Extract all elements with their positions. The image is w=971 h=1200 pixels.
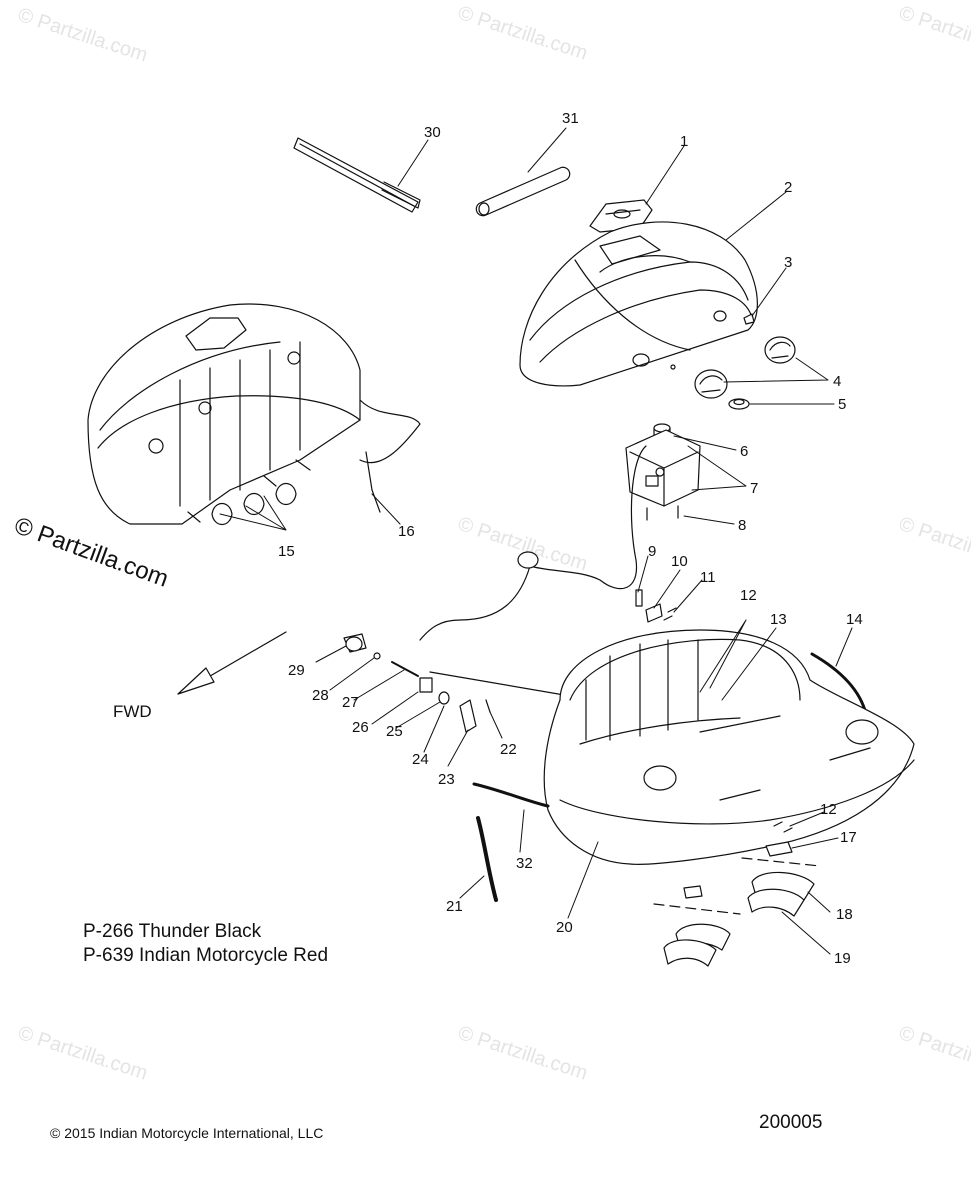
callout-label: 22 xyxy=(500,741,517,758)
trim-strip-part xyxy=(472,782,550,808)
saddlebag-lid-part xyxy=(519,221,758,387)
callout-label: 8 xyxy=(738,517,747,534)
callout-label: 18 xyxy=(836,906,853,923)
callout-label: 32 xyxy=(516,855,533,872)
color-code-line: P-639 Indian Motorcycle Red xyxy=(83,945,329,966)
callout-label: 21 xyxy=(446,898,463,915)
callout-label: 23 xyxy=(438,771,455,788)
trim-tube-part xyxy=(475,166,571,217)
clip-part xyxy=(635,589,677,623)
latch-assembly-part xyxy=(625,429,701,507)
saddlebag-body-part xyxy=(543,629,915,865)
rail-strip-part xyxy=(293,137,421,213)
leader-lines xyxy=(219,127,853,955)
color-code-line: P-266 Thunder Black xyxy=(83,921,262,942)
callout-label: 31 xyxy=(562,110,579,127)
callout-label: 24 xyxy=(412,751,429,768)
trim-rod-part xyxy=(476,816,498,902)
cable-part xyxy=(419,445,647,641)
screw-pair-part xyxy=(646,505,679,521)
callout-label: 11 xyxy=(700,569,716,586)
callout-label: 14 xyxy=(846,611,863,628)
callout-label: 19 xyxy=(834,950,851,967)
emblem-part xyxy=(670,336,796,399)
assembled-saddlebag-part xyxy=(87,303,421,526)
callout-label: 13 xyxy=(770,611,787,628)
diagram-number: 200005 xyxy=(759,1112,823,1133)
callout-label: 16 xyxy=(398,523,415,540)
screw-part xyxy=(743,313,755,325)
callout-label: 15 xyxy=(278,543,295,560)
callout-label: 12 xyxy=(820,801,837,818)
callout-label: 17 xyxy=(840,829,857,846)
callout-label: 27 xyxy=(342,694,359,711)
callout-label: 4 xyxy=(833,373,842,390)
callout-label: 20 xyxy=(556,919,573,936)
forward-arrow-icon xyxy=(177,631,287,695)
mount-bracket-part xyxy=(653,871,815,967)
callout-label: 9 xyxy=(648,543,657,560)
callout-label: 12 xyxy=(740,587,757,604)
grommet-part xyxy=(728,398,750,410)
callout-label: 6 xyxy=(740,443,749,460)
callout-label: 30 xyxy=(424,124,441,141)
callout-label: 10 xyxy=(671,553,688,570)
copyright-notice: © 2015 Indian Motorcycle International, … xyxy=(50,1125,324,1141)
forward-label: FWD xyxy=(113,702,152,721)
callout-label: 29 xyxy=(288,662,305,679)
callout-label: 26 xyxy=(352,719,369,736)
hardware-stack-part xyxy=(343,633,571,733)
callout-label: 3 xyxy=(784,254,793,271)
callout-label: 2 xyxy=(784,179,793,196)
mount-hardware-part xyxy=(741,821,821,867)
callout-label: 28 xyxy=(312,687,329,704)
callout-label: 1 xyxy=(680,133,689,150)
callout-label: 25 xyxy=(386,723,403,740)
lanyard-part xyxy=(365,451,381,513)
callout-label: 5 xyxy=(838,396,847,413)
seal-strip-part xyxy=(810,652,868,716)
callout-label: 7 xyxy=(750,480,759,497)
